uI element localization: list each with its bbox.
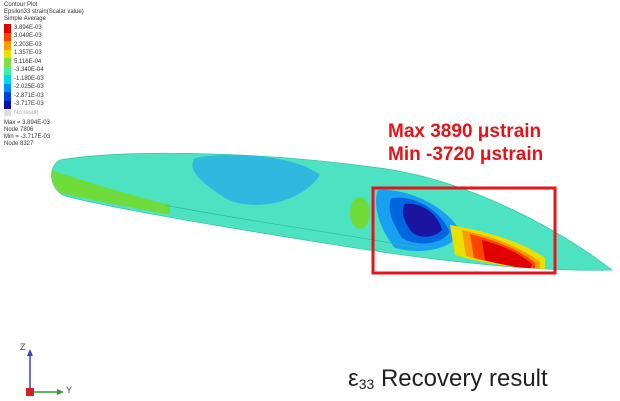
triad-z-label: Z	[20, 342, 26, 352]
strain-contours	[51, 154, 545, 270]
legend-swatch	[4, 75, 11, 84]
strain-annotation: Max 3890 μstrain Min -3720 μstrain	[388, 120, 543, 166]
legend-tick: -1.180E-03	[4, 75, 104, 84]
legend-tick: 5.116E-04	[4, 58, 104, 67]
max-min-highlight-box	[371, 186, 557, 275]
legend-swatch	[4, 100, 11, 109]
legend-tick: 3.049E-03	[4, 32, 104, 41]
legend-tick: 3.894E-03	[4, 24, 104, 33]
legend-swatch	[4, 83, 11, 92]
legend-tick: -2.025E-03	[4, 83, 104, 92]
legend-swatch	[4, 66, 11, 75]
legend-swatch	[4, 92, 11, 101]
legend-title: Contour Plot	[4, 2, 38, 8]
legend-min: Min = -3.717E-03	[4, 134, 51, 140]
legend-tick: -3.340E-04	[4, 66, 104, 75]
max-strain-label: Max 3890 μstrain	[388, 121, 542, 142]
legend-scale: 3.894E-03 3.049E-03 2.203E-03 1.357E-03 …	[4, 24, 104, 109]
legend-stats: Max = 3.894E-03 Node 7806 Min = -3.717E-…	[4, 120, 104, 148]
legend-no-result: No result	[4, 109, 104, 117]
contour-legend: Contour Plot Epsilon33 strain(Scalar val…	[4, 2, 104, 148]
legend-subtitle: Epsilon33 strain(Scalar value)	[4, 9, 84, 15]
legend-tick: 2.203E-03	[4, 41, 104, 50]
result-caption: ε33 Recovery result	[348, 365, 548, 392]
triad-y-label: Y	[66, 385, 73, 395]
axis-triad	[26, 349, 64, 396]
legend-tick: -3.717E-03	[4, 100, 104, 109]
legend-min-node: Node 8327	[4, 141, 34, 147]
legend-swatch	[4, 58, 11, 67]
legend-swatch	[4, 49, 11, 58]
legend-swatch	[4, 24, 11, 33]
legend-averaging: Simple Average	[4, 16, 46, 22]
legend-swatch	[4, 32, 11, 41]
legend-swatch	[4, 41, 11, 50]
legend-max-node: Node 7806	[4, 127, 34, 133]
legend-max: Max = 3.894E-03	[4, 120, 50, 126]
min-strain-label: Min -3720 μstrain	[388, 144, 544, 165]
legend-tick: 1.357E-03	[4, 49, 104, 58]
legend-tick: -2.871E-03	[4, 92, 104, 101]
